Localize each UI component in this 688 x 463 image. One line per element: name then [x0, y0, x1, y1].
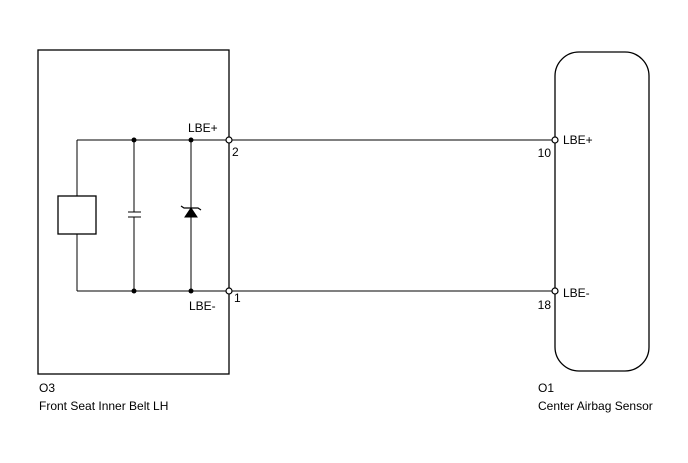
left-pin-label-minus: LBE- [189, 299, 216, 313]
terminal-pin-2 [225, 136, 233, 144]
left-component-name: Front Seat Inner Belt LH [39, 399, 168, 413]
junction-dot [131, 288, 137, 294]
terminal-pin-18 [551, 287, 559, 295]
junction-dot [188, 137, 194, 143]
zener-diode [180, 140, 202, 291]
left-component-code: O3 [39, 381, 55, 395]
center-airbag-sensor-box [554, 51, 650, 372]
junction-dot [131, 137, 137, 143]
terminal-pin-1 [225, 287, 233, 295]
squib-element [57, 195, 97, 235]
front-seat-inner-belt-box [37, 49, 230, 375]
capacitor [128, 140, 141, 291]
left-pin-number-plus: 2 [232, 145, 239, 159]
right-component-code: O1 [538, 381, 554, 395]
right-pin-label-plus: LBE+ [563, 133, 593, 147]
left-pin-label-plus: LBE+ [188, 121, 218, 135]
junction-dot [188, 288, 194, 294]
right-pin-label-minus: LBE- [563, 286, 590, 300]
terminal-pin-10 [551, 136, 559, 144]
internal-circuit [57, 137, 229, 294]
left-pin-number-minus: 1 [234, 291, 241, 305]
right-pin-number-plus: 10 [538, 146, 552, 160]
right-component-name: Center Airbag Sensor [538, 399, 653, 413]
right-pin-number-minus: 18 [538, 298, 552, 312]
